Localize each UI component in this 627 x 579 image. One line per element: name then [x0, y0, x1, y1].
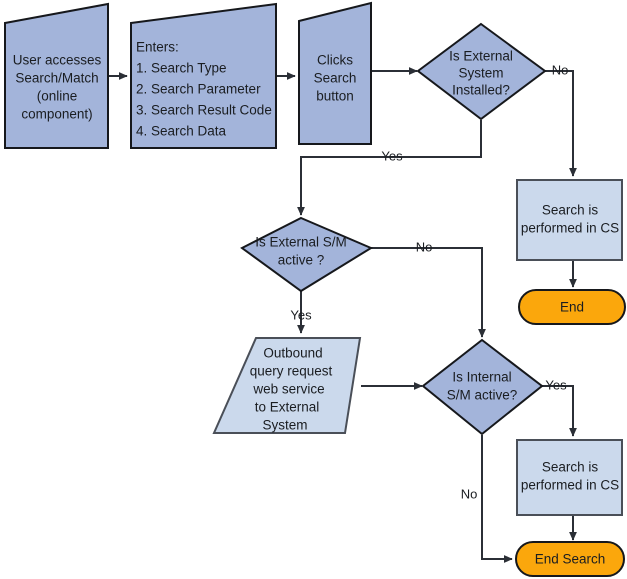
- end-label: End: [560, 300, 584, 315]
- node-end-search[interactable]: End Search: [515, 541, 625, 577]
- edge-label-internal-sm-no: No: [461, 486, 478, 501]
- node-search-performed-cs-top[interactable]: Search is performed in CS: [516, 179, 623, 261]
- edge-installed-yes-to-externalsm: [297, 120, 482, 216]
- enters-shape: [130, 2, 277, 149]
- connectors: [109, 67, 577, 563]
- is-external-sm-active-line-0: Is External S/M: [255, 235, 347, 250]
- search-performed-cs-top-line-0: Search is: [542, 203, 599, 218]
- edge-label-external-sm-yes: Yes: [290, 307, 312, 322]
- enters-line-4: 4. Search Data: [136, 124, 227, 139]
- node-is-internal-sm-active[interactable]: Is Internal S/M active?: [421, 338, 544, 436]
- node-is-external-system-installed[interactable]: Is External System Installed?: [416, 22, 547, 121]
- is-external-system-installed-line-1: System: [458, 66, 503, 81]
- edge-externalsm-no-to-internalsm: [371, 247, 486, 338]
- node-search-performed-cs-bottom[interactable]: Search is performed in CS: [516, 439, 623, 516]
- clicks-search-line-1: Search: [314, 71, 357, 86]
- is-external-sm-active-line-1: active ?: [278, 253, 325, 268]
- edge-internalsm-no-to-endsearch: [481, 435, 513, 563]
- clicks-search-line-0: Clicks: [317, 53, 353, 68]
- edge-label-external-sm-no: No: [416, 239, 433, 254]
- user-accesses-line-2: (online: [37, 89, 78, 104]
- edge-label-internal-sm-yes: Yes: [545, 377, 567, 392]
- is-internal-sm-active-line-1: S/M active?: [447, 388, 518, 403]
- user-accesses-line-1: Search/Match: [15, 71, 98, 86]
- is-external-system-installed-line-0: Is External: [449, 49, 513, 64]
- is-external-system-installed-line-2: Installed?: [452, 83, 510, 98]
- end-shape: [518, 289, 626, 325]
- user-accesses-line-0: User accesses: [13, 53, 102, 68]
- search-performed-cs-top-line-1: performed in CS: [521, 221, 619, 236]
- search-performed-cs-bottom-line-0: Search is: [542, 460, 599, 475]
- edge-installed-no-to-searchcs-top: [545, 70, 577, 177]
- outbound-query-shape: [212, 337, 362, 434]
- edge-label-installed-no: No: [552, 62, 569, 77]
- edge-labels: No Yes No Yes Yes No: [290, 62, 568, 501]
- user-accesses-shape: [4, 2, 109, 149]
- enters-line-0: Enters:: [136, 40, 179, 55]
- node-user-accesses[interactable]: User accesses Search/Match (online compo…: [4, 2, 109, 149]
- outbound-query-line-3: to External: [255, 400, 320, 415]
- search-performed-cs-top-shape: [516, 179, 623, 261]
- is-external-sm-active-shape: [240, 216, 374, 293]
- outbound-query-line-0: Outbound: [263, 346, 322, 361]
- is-internal-sm-active-shape: [421, 338, 544, 436]
- node-clicks-search[interactable]: Clicks Search button: [298, 1, 372, 145]
- enters-line-3: 3. Search Result Code: [136, 103, 272, 118]
- user-accesses-line-3: component): [21, 107, 92, 122]
- enters-line-1: 1. Search Type: [136, 61, 227, 76]
- outbound-query-line-1: query request: [250, 364, 333, 379]
- edge-internalsm-yes-to-searchcs-bottom: [542, 385, 577, 437]
- search-performed-cs-bottom-line-1: performed in CS: [521, 478, 619, 493]
- node-end[interactable]: End: [518, 289, 626, 325]
- end-search-shape: [515, 541, 625, 577]
- clicks-search-line-2: button: [316, 89, 354, 104]
- is-internal-sm-active-line-0: Is Internal: [452, 370, 511, 385]
- end-search-label: End Search: [535, 552, 606, 567]
- node-outbound-query[interactable]: Outbound query request web service to Ex…: [212, 337, 362, 434]
- enters-line-2: 2. Search Parameter: [136, 82, 261, 97]
- clicks-search-shape: [298, 1, 372, 145]
- outbound-query-line-2: web service: [252, 382, 324, 397]
- outbound-query-line-4: System: [262, 418, 307, 433]
- node-is-external-sm-active[interactable]: Is External S/M active ?: [240, 216, 374, 293]
- edge-label-installed-yes: Yes: [381, 148, 403, 163]
- is-external-system-installed-shape: [416, 22, 547, 121]
- search-performed-cs-bottom-shape: [516, 439, 623, 516]
- node-enters[interactable]: Enters: 1. Search Type 2. Search Paramet…: [130, 2, 277, 149]
